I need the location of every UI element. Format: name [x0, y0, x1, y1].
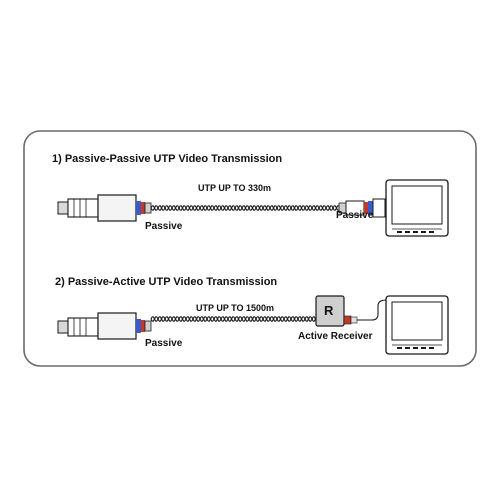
section1-right-label: Passive	[336, 210, 374, 221]
passive-balun-left	[97, 312, 137, 340]
section1-source-device	[57, 194, 152, 222]
diagram-frame	[23, 130, 477, 367]
power-cable	[357, 306, 379, 321]
utp-cable-1	[150, 204, 340, 212]
bnc-connector-icon	[57, 198, 99, 218]
section1-title: 1) Passive-Passive UTP Video Transmissio…	[52, 153, 282, 165]
section1-cable-label: UTP UP TO 330m	[198, 183, 271, 193]
monitor-icon	[385, 295, 449, 355]
section1-right-balun	[338, 198, 386, 218]
passive-balun-left	[97, 194, 137, 222]
bnc-connector-icon	[57, 317, 99, 337]
section2-source-device	[57, 312, 152, 340]
video-cable	[377, 299, 387, 307]
rj45-plug-icon	[136, 319, 152, 333]
section1-left-label: Passive	[145, 221, 183, 232]
section2-title: 2) Passive-Active UTP Video Transmission	[55, 276, 277, 288]
active-receiver-device: R	[315, 295, 358, 327]
monitor-icon	[385, 179, 449, 237]
receiver-letter: R	[324, 303, 334, 318]
section2-cable-label: UTP UP TO 1500m	[196, 303, 274, 313]
receiver-label: Active Receiver	[298, 331, 373, 342]
rj45-plug-icon	[136, 201, 152, 215]
section2-left-label: Passive	[145, 338, 183, 349]
utp-cable-2	[150, 315, 317, 323]
